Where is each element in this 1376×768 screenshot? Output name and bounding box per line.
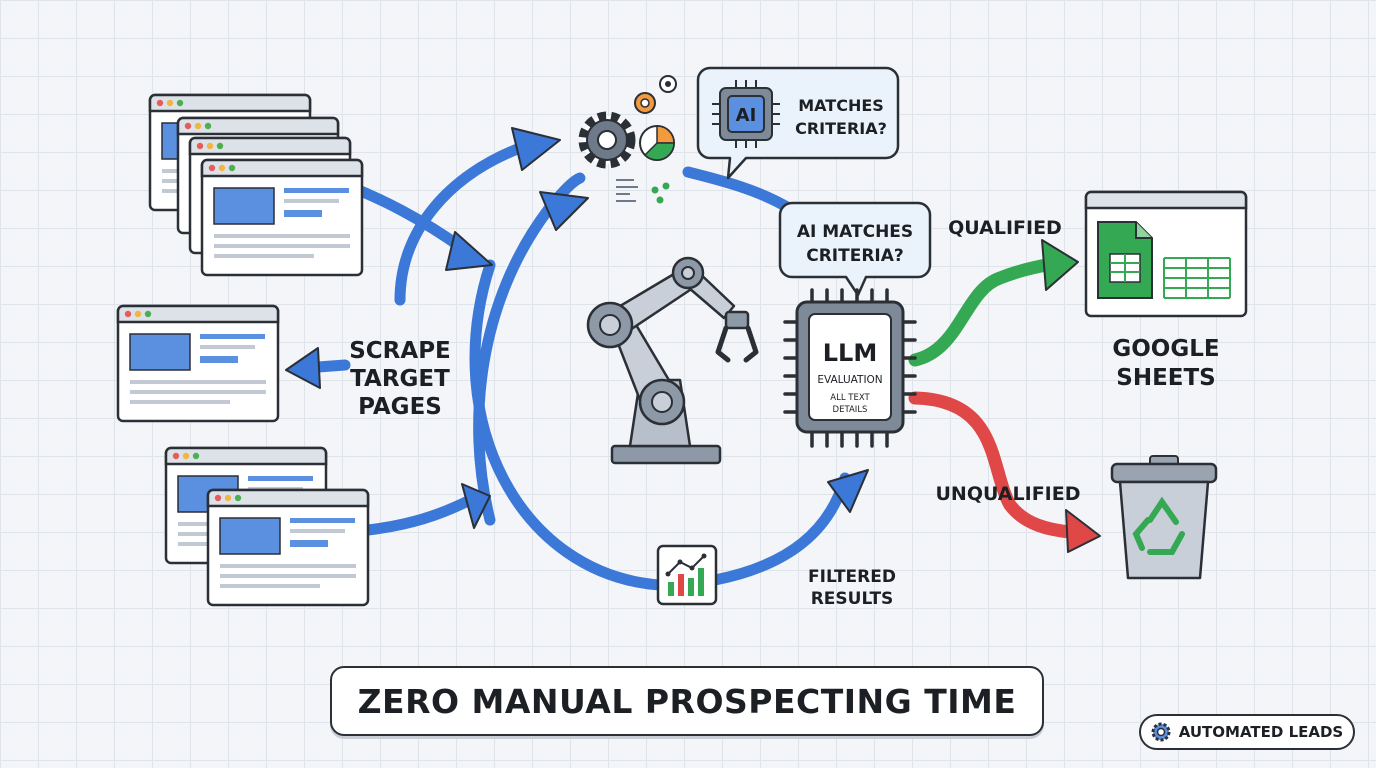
banner-title: ZERO MANUAL PROSPECTING TIME [330, 666, 1044, 736]
filtered-results-label: FILTERED RESULTS [808, 567, 896, 609]
gear-small-icon [634, 75, 677, 114]
banner-text: ZERO MANUAL PROSPECTING TIME [357, 681, 1017, 721]
svg-text:FILTERED: FILTERED [808, 567, 896, 587]
ai-bubble-mid: AI MATCHES CRITERIA? [778, 201, 932, 297]
qualified-label: QUALIFIED [948, 217, 1062, 239]
spreadsheet-icon [1084, 190, 1248, 318]
unqualified-arrow [908, 391, 1101, 553]
svg-text:AI MATCHES: AI MATCHES [797, 222, 913, 242]
ai-chip-icon: AI [712, 80, 780, 148]
svg-text:RESULTS: RESULTS [811, 589, 894, 609]
ai-bubble-top: AI MATCHES CRITERIA? [696, 66, 900, 180]
svg-text:ALL TEXT: ALL TEXT [830, 393, 870, 403]
svg-text:EVALUATION: EVALUATION [817, 374, 882, 386]
svg-text:AI: AI [736, 105, 757, 126]
browser-window-icon [200, 158, 364, 277]
svg-text:TARGET: TARGET [350, 366, 450, 392]
flow-arrowheads [285, 127, 869, 529]
svg-text:MATCHES: MATCHES [798, 96, 884, 115]
svg-text:CRITERIA?: CRITERIA? [795, 119, 887, 138]
svg-text:PAGES: PAGES [358, 394, 442, 420]
bar-chart-icon [656, 544, 718, 606]
google-sheets-label: GOOGLE SHEETS [1112, 336, 1219, 391]
badge-text: AUTOMATED LEADS [1178, 723, 1344, 741]
svg-text:SHEETS: SHEETS [1116, 365, 1216, 391]
browser-single-mid [116, 304, 280, 423]
svg-text:DETAILS: DETAILS [833, 405, 868, 415]
recycle-bin-icon [1110, 455, 1218, 580]
llm-chip-icon: LLM EVALUATION ALL TEXT DETAILS [783, 288, 917, 448]
svg-text:GOOGLE: GOOGLE [1112, 336, 1219, 362]
robot-arm-icon [586, 256, 759, 465]
browser-stack-top [148, 93, 364, 277]
list-lines-icon [616, 179, 638, 202]
dots-icon [651, 182, 670, 204]
browser-stack-bottom [164, 446, 370, 607]
svg-text:CRITERIA?: CRITERIA? [806, 246, 904, 266]
qualified-arrow [908, 239, 1079, 367]
gear-icon [578, 111, 636, 169]
svg-text:LLM: LLM [823, 339, 877, 367]
unqualified-label: UNQUALIFIED [935, 483, 1080, 505]
scrape-label: SCRAPE TARGET PAGES [349, 338, 451, 420]
svg-text:SCRAPE: SCRAPE [349, 338, 451, 364]
gear-badge-icon [1151, 722, 1171, 742]
flow-arrows [299, 142, 851, 591]
pie-chart-icon [639, 125, 675, 161]
automated-leads-badge: AUTOMATED LEADS [1139, 714, 1355, 750]
